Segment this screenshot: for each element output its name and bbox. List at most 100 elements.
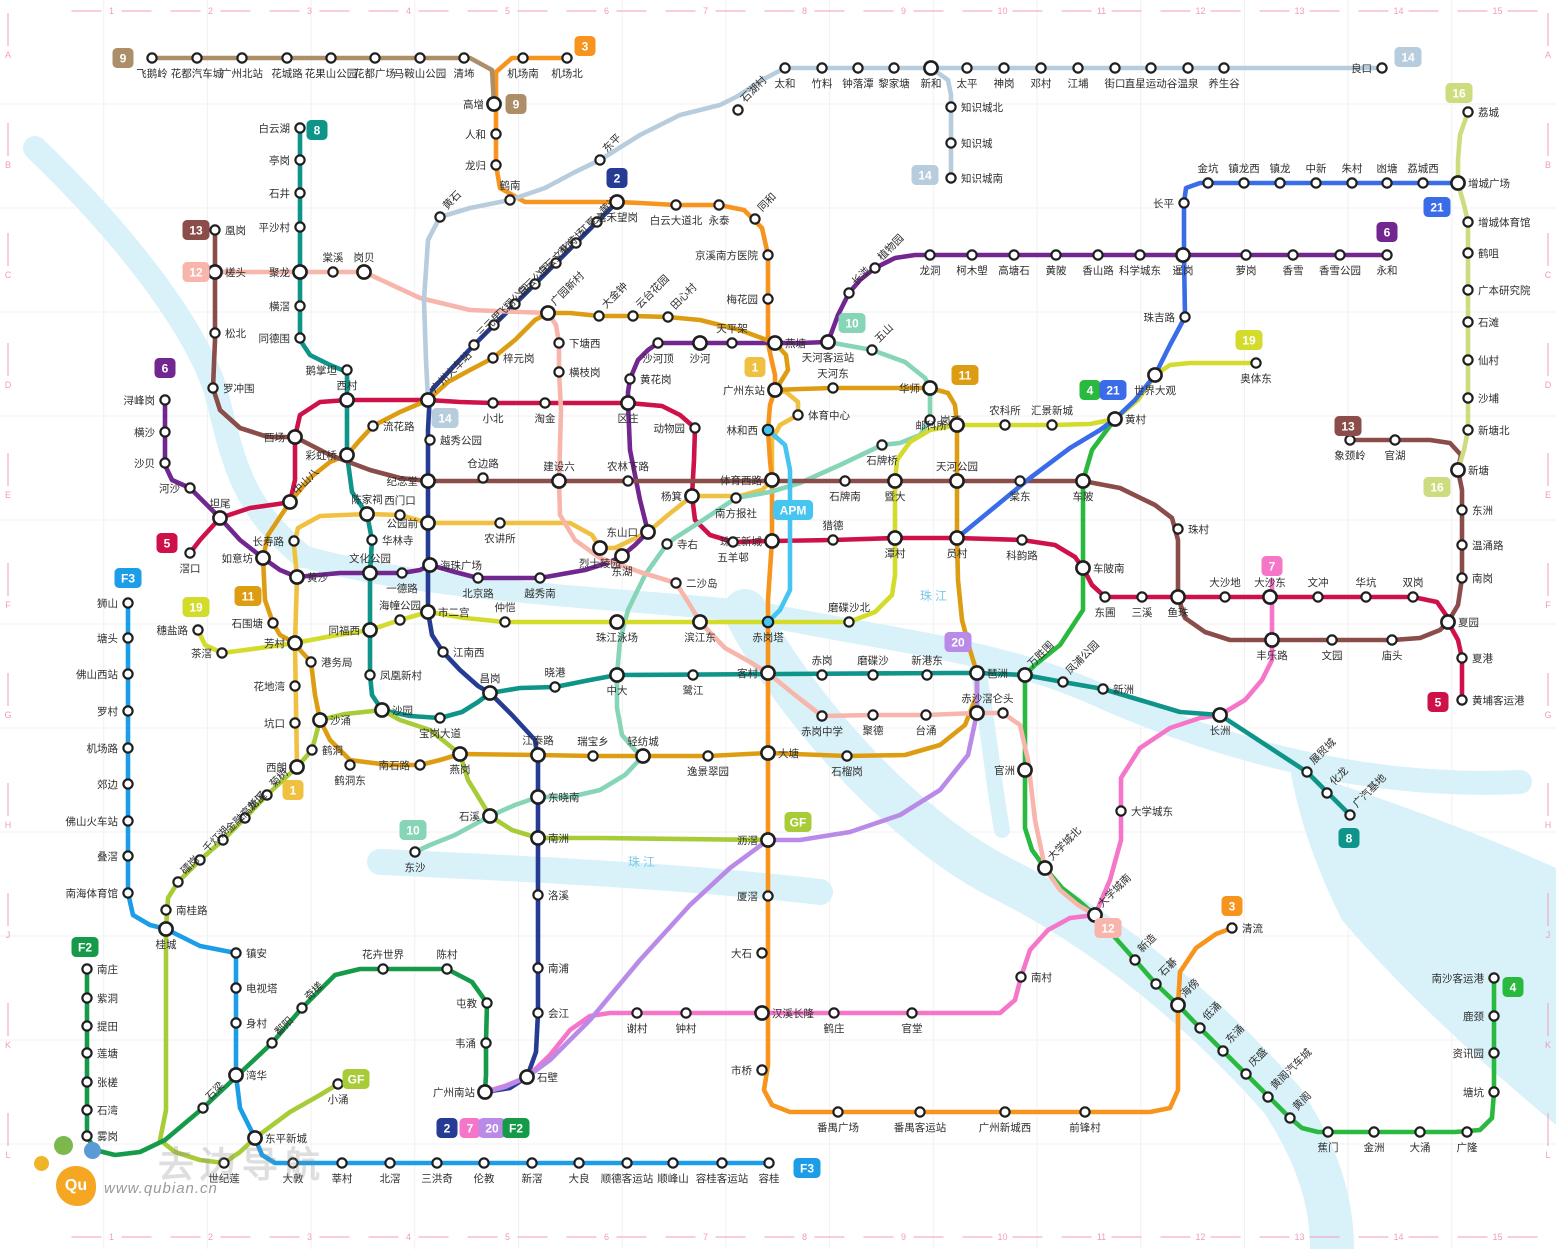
station-label: 港务局 [321,656,353,669]
station-凼塘: 凼塘 [1377,162,1398,189]
station-丰乐路: 丰乐路 [1256,632,1288,662]
station-沙贝: 沙贝 [134,457,171,470]
station-长平: 长平 [1153,197,1190,210]
station-label: 沙园 [392,705,413,717]
station-文冲: 文冲 [1308,576,1329,603]
station-人和: 人和 [465,128,502,141]
station-marker [294,332,306,344]
station-label: 大沙东 [1254,576,1286,589]
station-赤岗塔: 赤岗塔 [752,615,784,644]
station-label: 荔城 [1478,106,1500,119]
station-label: 石梁 [203,1079,227,1103]
apm-marker [761,423,775,437]
station-marker [553,366,565,378]
station-marker [122,742,134,754]
line-badge-19: 19 [182,597,210,617]
line-badge-9: 9 [505,94,527,114]
station-label: 新洲 [1113,683,1134,696]
station-大石: 大石 [731,947,768,960]
station-marker [239,812,251,824]
station-中大: 中大 [607,667,628,697]
station-marker [294,187,306,199]
station-label: 北京路 [462,587,494,600]
station-marker [377,963,389,975]
station-label: 陈家祠 [351,493,383,506]
station-南岗: 南岗 [1456,572,1493,585]
station-marker [81,992,93,1004]
station-label: 岗贝 [354,252,375,264]
station-label: 车陂南 [1093,562,1125,575]
station-label: 珠江新城 [720,535,762,548]
station-顺德客运站: 顺德客运站 [601,1157,654,1185]
station-北滘: 北滘 [380,1157,401,1185]
station-label: 华坑 [1356,576,1378,589]
station-华坑: 华坑 [1356,576,1378,603]
line-badge-label: 2 [614,172,621,186]
station-香山路: 香山路 [1082,249,1114,277]
station-天河公园: 天河公园 [936,461,978,489]
station-label: 新塘北 [1478,424,1510,437]
station-三溪: 三溪 [1132,591,1153,619]
station-label: 鹭江 [683,685,704,697]
station-label: 浔峰岗 [124,394,156,407]
line-badge-GF: GF [784,812,812,832]
station-知识城北: 知识城北 [945,101,1003,114]
station-台涌: 台涌 [916,709,937,737]
line-badge-12: 12 [182,262,210,282]
station-宝岗大道: 宝岗大道 [419,712,461,740]
station-marker [458,52,470,64]
station-marker [661,538,673,550]
station-南洲: 南洲 [530,830,569,846]
station-凰岗: 凰岗 [209,224,246,237]
line-badge-label: 4 [1510,981,1517,995]
station-label: 官湖 [1385,449,1406,462]
station-label: 花卉世界 [362,948,404,961]
station-label: 凰岗 [225,225,246,237]
station-label: 机场路 [87,742,119,755]
station-marker [1322,1126,1334,1138]
station-marker [1008,249,1020,261]
station-label: 大塘 [778,747,799,760]
station-仙村: 仙村 [1462,354,1500,367]
station-marker [1217,1045,1229,1057]
line-badge-4: 4 [1502,977,1524,997]
station-石滩: 石滩 [1462,316,1500,329]
station-横沙: 横沙 [134,426,171,439]
ruler-number: 8 [802,6,807,16]
station-label: 新滘 [522,1172,543,1185]
station-label: 燕塘 [785,337,806,350]
line-badge-11: 11 [234,586,262,606]
station-marker [1376,62,1388,74]
station-label: 天河东 [817,367,849,380]
station-marker [209,224,221,236]
ruler-number: 6 [604,6,609,16]
interchange-marker [482,685,498,701]
station-蕉门: 蕉门 [1318,1126,1339,1154]
station-label: 张槎 [97,1076,118,1089]
interchange-marker [922,380,938,396]
station-label: 黄沙 [307,571,328,584]
station-marker [762,249,774,261]
station-label: 鹅掌坦 [306,364,338,377]
station-marker [1240,1068,1252,1080]
station-marker [122,668,134,680]
station-marker [1312,591,1324,603]
station-奇槎: 奇槎 [296,979,326,1014]
station-label: 天河公园 [936,461,978,473]
station-label: 黄埔客运港 [1472,694,1525,707]
station-label: 梓元岗 [503,352,535,365]
station-label: 资讯园 [1453,1047,1485,1060]
station-天河东: 天河东 [817,367,849,394]
station-label: 横枝岗 [569,366,601,379]
station-label: 永和 [1377,264,1398,277]
station-香雪: 香雪 [1283,249,1304,277]
station-marker [1129,954,1141,966]
station-marker [191,52,203,64]
interchange-marker [1107,411,1123,427]
station-label: 天河客运站 [802,351,855,364]
station-label: 夏港 [1472,653,1494,665]
station-label: 身村 [246,1017,267,1030]
station-农林下路: 农林下路 [607,460,649,487]
interchange-marker [1037,860,1053,876]
station-label: 龙归 [465,159,486,172]
